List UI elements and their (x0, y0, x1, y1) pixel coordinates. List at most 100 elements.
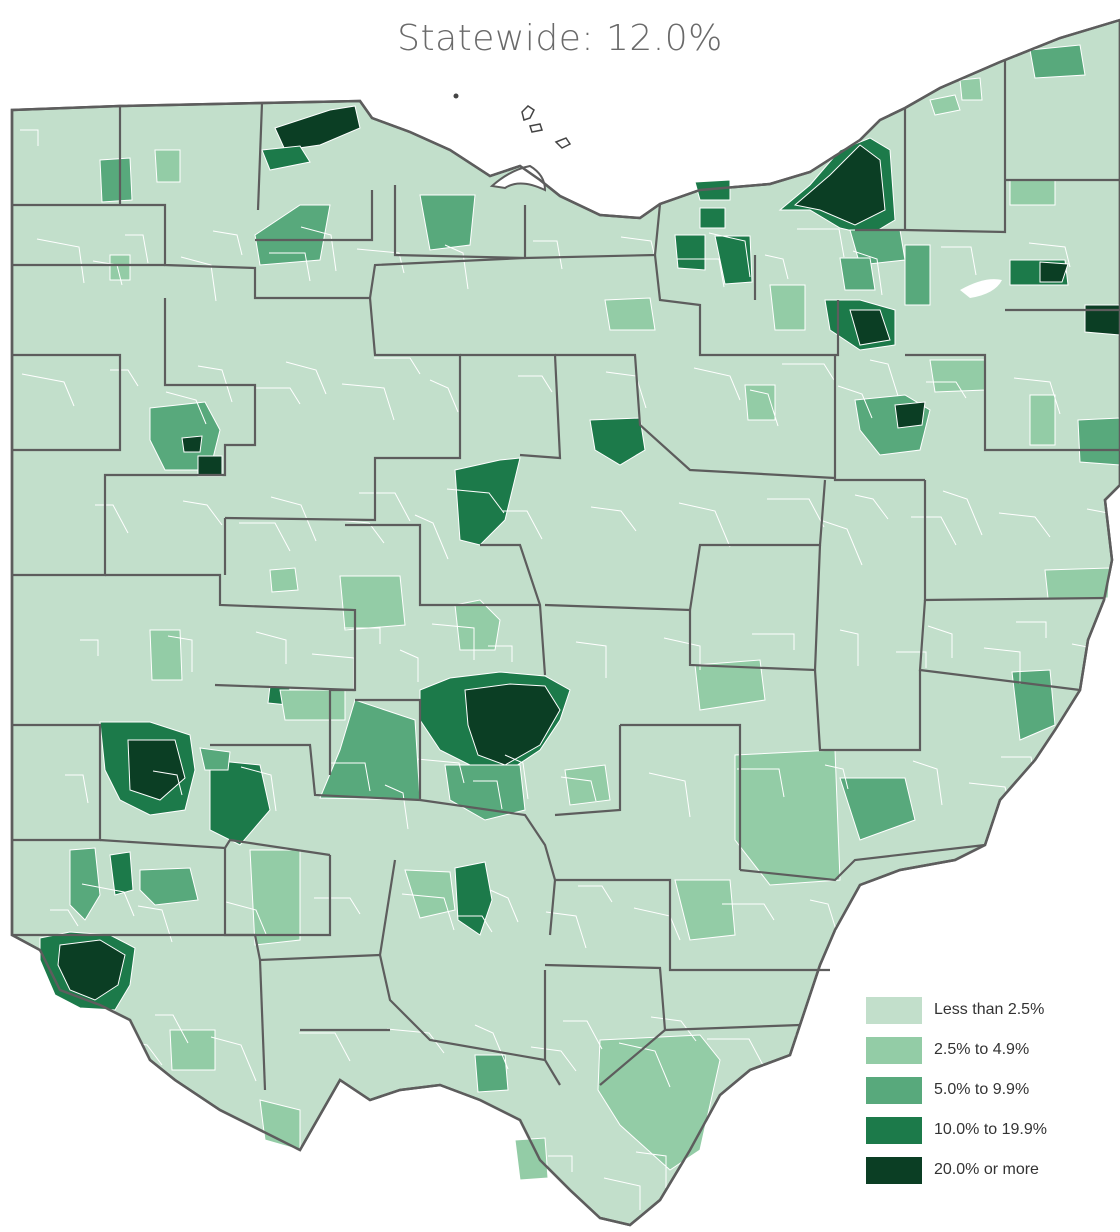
district-boundary (255, 631, 287, 664)
district-boundary (125, 234, 149, 264)
district-boundary (530, 1046, 577, 1072)
district-area (904, 244, 931, 306)
district-boundary (21, 373, 75, 407)
district-boundary (1041, 913, 1095, 947)
district-boundary (837, 385, 873, 419)
legend-swatch (866, 1076, 922, 1104)
district-area (249, 849, 301, 946)
county-boundary (813, 669, 922, 752)
district-area (404, 869, 456, 919)
district-boundary (1073, 887, 1120, 925)
district-area (109, 851, 134, 896)
legend-item: 20.0% or more (866, 1150, 1106, 1190)
district-boundary (489, 889, 519, 923)
district-boundary (95, 504, 129, 534)
district-boundary (504, 754, 529, 800)
district-area (199, 747, 231, 771)
district-boundary (897, 895, 933, 929)
district-boundary (767, 498, 825, 528)
district-boundary (107, 1175, 133, 1212)
district-boundary (533, 240, 563, 270)
district-boundary (371, 1163, 415, 1200)
district-boundary (503, 510, 543, 540)
district-boundary (752, 633, 795, 650)
district-area (269, 567, 299, 593)
district-boundary (809, 899, 839, 937)
district-boundary (359, 492, 411, 522)
district-boundary (399, 649, 419, 682)
district-boundary (416, 758, 465, 784)
county-boundary (255, 190, 374, 242)
district-area (99, 157, 133, 203)
peninsula (489, 164, 547, 192)
district-area (714, 235, 753, 285)
district-area (69, 847, 101, 921)
district-area (109, 254, 131, 281)
county-boundary (905, 353, 1120, 452)
county-boundary (739, 843, 986, 882)
district-boundary (182, 500, 223, 526)
district-boundary (386, 1028, 445, 1054)
district-boundary (794, 1034, 829, 1060)
district-boundary (474, 1024, 509, 1070)
district-boundary (284, 1167, 321, 1184)
district-boundary (708, 232, 751, 278)
district-area (254, 204, 331, 266)
district-area (839, 777, 916, 841)
district-area (261, 145, 311, 171)
county-boundary (378, 954, 561, 1086)
district-area (181, 435, 203, 453)
county-boundary (833, 355, 925, 482)
district-area (454, 457, 521, 546)
county-boundary (214, 683, 356, 692)
district-area (57, 939, 126, 1001)
legend-label: 20.0% or more (934, 1161, 1039, 1178)
district-area (769, 284, 806, 331)
county-boundary (460, 353, 562, 460)
district-area (319, 699, 421, 801)
district-boundary (329, 762, 371, 792)
district-boundary (459, 1159, 479, 1192)
district-boundary (167, 635, 193, 672)
district-boundary (341, 383, 395, 421)
district-area (929, 94, 961, 116)
district-area (514, 1137, 549, 1181)
district-boundary (429, 379, 459, 413)
district-boundary (152, 770, 183, 796)
district-boundary (1028, 242, 1071, 268)
district-boundary (737, 768, 785, 798)
district-boundary (824, 764, 849, 790)
district-boundary (912, 760, 943, 806)
district-area (454, 599, 501, 651)
district-area (1029, 394, 1056, 446)
district-boundary (240, 766, 277, 812)
county-boundary (855, 60, 1007, 234)
district-area (959, 77, 983, 101)
lake-reservoir (960, 279, 1002, 298)
district-boundary (1016, 621, 1047, 638)
county-boundary (480, 543, 547, 676)
district-area (1039, 261, 1069, 283)
district-boundary (212, 230, 243, 256)
district-boundary (180, 256, 217, 302)
district-boundary (374, 357, 421, 375)
district-boundary (65, 774, 89, 804)
district-boundary (782, 363, 835, 381)
district-area (699, 207, 726, 229)
county-boundary (544, 963, 667, 1086)
district-boundary (707, 1038, 765, 1068)
district-boundary (300, 226, 337, 272)
county-boundary (620, 723, 742, 870)
county-boundary (256, 102, 264, 211)
island (453, 93, 459, 99)
district-boundary (195, 1171, 227, 1204)
district-area (734, 749, 841, 886)
county-boundary (224, 297, 462, 522)
district-boundary (896, 651, 927, 668)
district-area (169, 1029, 216, 1071)
county-boundary (140, 933, 381, 962)
district-boundary (285, 361, 327, 395)
district-boundary (20, 129, 39, 146)
county-boundary (378, 859, 397, 956)
district-boundary (603, 1177, 641, 1210)
